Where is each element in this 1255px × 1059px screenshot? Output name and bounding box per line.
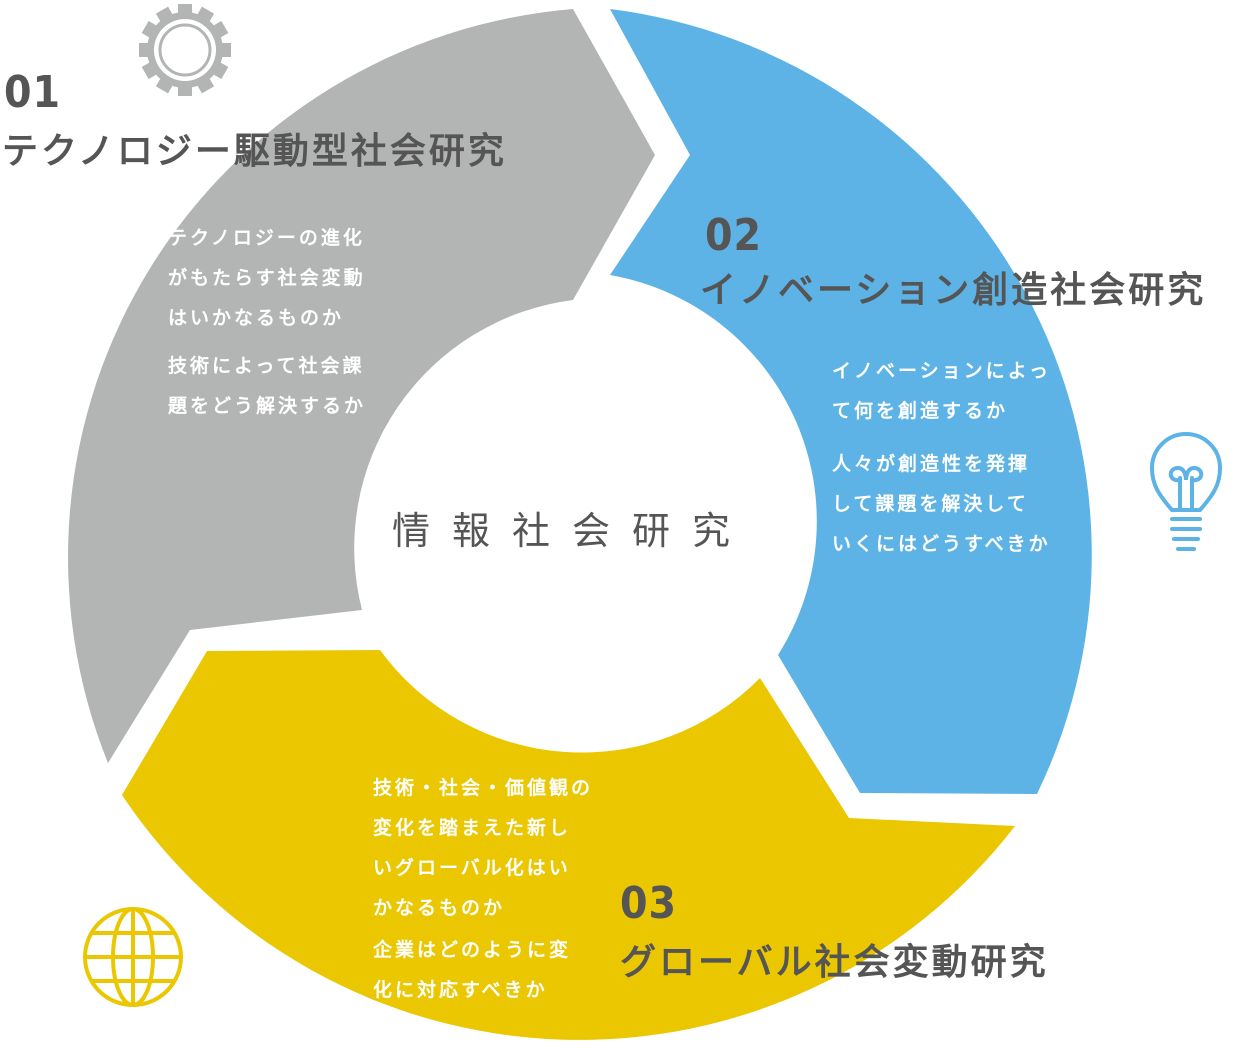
segment-03-arrow bbox=[122, 650, 1015, 1040]
section-01-title: テクノロジー駆動型社会研究 bbox=[2, 131, 507, 172]
section-01-line-4: 技術によって社会課 bbox=[168, 354, 364, 377]
section-01-number: 01 bbox=[4, 67, 61, 118]
section-02-title: イノベーション創造社会研究 bbox=[700, 270, 1206, 311]
segment-02-arrow bbox=[610, 9, 1092, 794]
section-03-title: グローバル社会変動研究 bbox=[620, 941, 1049, 983]
section-02-line-4: して課題を解決して bbox=[832, 492, 1029, 515]
section-01-line-3: はいかなるものか bbox=[168, 307, 344, 329]
lightbulb-icon bbox=[1149, 432, 1223, 551]
section-02-number: 02 bbox=[705, 210, 762, 261]
section-03-line-6: 化に対応すべきか bbox=[373, 978, 548, 1001]
globe-icon bbox=[83, 907, 183, 1007]
section-02-line-2: て何を創造するか bbox=[832, 399, 1008, 422]
section-02-line-3: 人々が創造性を発揮 bbox=[832, 452, 1030, 475]
section-02-line-5: いくにはどうすべきか bbox=[832, 533, 1051, 555]
section-03-line-5: 企業はどのように変 bbox=[372, 938, 571, 961]
section-03-line-4: かなるものか bbox=[373, 897, 505, 919]
section-03-number: 03 bbox=[620, 878, 677, 929]
center-label: 情報社会研究 bbox=[392, 509, 752, 553]
section-03-line-2: 変化を踏まえた新し bbox=[373, 816, 571, 839]
section-01-line-1: テクノロジーの進化 bbox=[168, 226, 365, 249]
section-01-line-5: 題をどう解決するか bbox=[168, 394, 366, 417]
gear-icon bbox=[139, 4, 231, 96]
section-01-line-2: がもたらす社会変動 bbox=[168, 266, 366, 289]
section-03-line-1: 技術・社会・価値観の bbox=[373, 776, 593, 799]
section-02-line-1: イノベーションによっ bbox=[832, 360, 1051, 382]
segment-01-arrow bbox=[68, 9, 655, 763]
section-03-line-3: いグローバル化はい bbox=[373, 856, 571, 879]
